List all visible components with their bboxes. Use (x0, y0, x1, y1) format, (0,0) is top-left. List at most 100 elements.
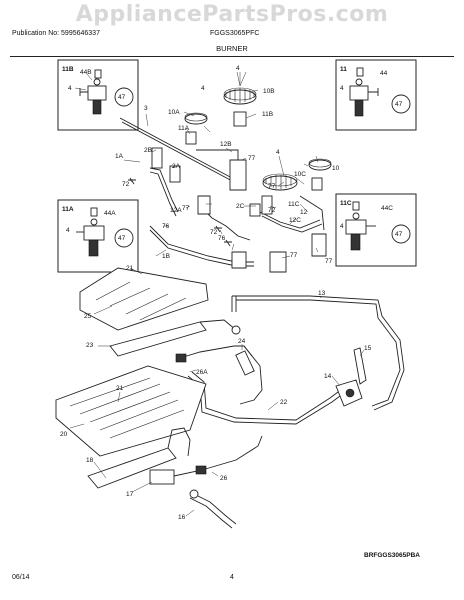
callout-44c: 44C (381, 205, 393, 212)
valve-2a (169, 165, 181, 183)
callout-2a: 2A (172, 163, 181, 170)
burner-10c (262, 173, 298, 191)
callout-2b: 2B (144, 147, 152, 154)
callout-3: 3 (144, 105, 148, 112)
callout-4-11b: 4 (68, 85, 72, 92)
callout-44: 44 (380, 70, 388, 77)
gas-tube-22 (191, 371, 339, 421)
inset-11b-label: 11B (62, 66, 74, 73)
callout-26a: 26A (196, 369, 208, 376)
orifice-holder-2c (249, 203, 261, 217)
callout-77-a: 77 (248, 155, 256, 162)
callout-72-c: 72 (210, 229, 218, 236)
screw-72-b (214, 225, 222, 233)
bracket-76 (231, 251, 247, 269)
igniter-wire-26 (173, 435, 263, 477)
callout-12c: 12C (289, 217, 301, 224)
callout-21-a: 21 (126, 265, 134, 272)
callout-77-b: 77 (182, 205, 190, 212)
footer-date: 06/14 (12, 574, 30, 581)
inset-11c-cap (391, 224, 411, 244)
burner-10a (184, 112, 208, 125)
orifice-holder-11a (185, 131, 197, 145)
callout-76-b: 76 (218, 235, 226, 242)
callout-47-11a: 47 (118, 235, 126, 242)
callout-11a: 11A (178, 125, 190, 132)
regulator-bracket-15 (353, 347, 367, 385)
header-divider (10, 56, 454, 57)
callout-77-e: 77 (325, 258, 333, 265)
model-number: FGGS3065PFC (210, 30, 260, 37)
broil-burner-23 (109, 321, 207, 357)
callout-17: 17 (126, 491, 134, 498)
screw-72-a (128, 177, 136, 185)
gas-tube-16 (193, 493, 237, 525)
bracket-77-a (229, 159, 247, 191)
callout-47-11: 47 (395, 101, 403, 108)
callout-15: 15 (364, 345, 372, 352)
callout-11b: 11B (262, 111, 273, 118)
callout-1b: 1B (162, 253, 170, 260)
callout-14: 14 (324, 373, 332, 380)
callout-44a: 44A (104, 210, 116, 217)
callout-21-b: 21 (116, 385, 124, 392)
gas-tube-12 (299, 195, 325, 231)
page-number: 4 (230, 574, 234, 581)
callout-10a: 10A (168, 109, 180, 116)
callout-20: 20 (60, 431, 68, 438)
callout-26: 26 (220, 475, 228, 482)
callout-4-11a: 4 (66, 227, 70, 234)
callout-24: 24 (238, 338, 246, 345)
callout-44b: 44B (80, 69, 92, 76)
valve-2b (151, 147, 163, 169)
callout-12a: 12A (170, 207, 182, 214)
callout-2c: 2C (236, 203, 245, 210)
callout-12b: 12B (220, 141, 232, 148)
callout-10b: 10B (263, 88, 275, 95)
inset-11-label: 11 (340, 66, 347, 73)
inset-11a-valve (76, 207, 105, 257)
screw-72-c (224, 239, 232, 247)
gas-tube-77 (203, 209, 251, 241)
callout-47-11c: 47 (395, 231, 403, 238)
inset-11: 11 (335, 59, 417, 131)
bracket-77-b (197, 195, 211, 215)
valve-2c (261, 195, 273, 215)
bake-igniter-17 (149, 469, 175, 485)
bracket-77-c (269, 251, 287, 273)
inset-11-frame (335, 59, 417, 131)
callout-72-a: 72 (122, 181, 130, 188)
inset-11b-cap (114, 87, 134, 107)
burner-10b (223, 87, 257, 105)
bake-burner-18 (87, 447, 177, 489)
callout-4-11: 4 (340, 85, 344, 92)
callout-4-a: 4 (201, 85, 205, 92)
callout-10: 10 (332, 165, 340, 172)
inset-11-valve (349, 67, 379, 117)
diagram-code: BRFGGS3065PBA (364, 552, 420, 559)
callout-23: 23 (86, 342, 94, 349)
gas-tube-12a (149, 167, 179, 213)
callout-47-11b: 47 (118, 94, 126, 101)
inset-11a: 11A (57, 199, 139, 273)
callout-10c: 10C (294, 171, 306, 178)
inset-11a-cap (114, 228, 134, 248)
callout-77-d: 77 (290, 252, 298, 259)
watermark: AppliancePartsPros.com (75, 2, 389, 27)
callout-18: 18 (86, 457, 94, 464)
callout-4-top: 4 (236, 65, 240, 72)
orifice-holder-11c (311, 177, 323, 191)
burner-shield-25 (79, 267, 209, 331)
inset-11-cap (391, 94, 411, 114)
inset-11b: 11B (57, 59, 139, 131)
gas-tube-13 (231, 295, 405, 411)
bracket-77-d (311, 233, 327, 257)
callout-16: 16 (178, 514, 186, 521)
callout-77-c: 77 (268, 183, 276, 190)
orifice-holder-11b (233, 111, 247, 127)
callout-4-11c: 4 (340, 223, 344, 230)
baffle-20 (55, 365, 207, 457)
section-title: BURNER (216, 44, 248, 53)
inset-11c-valve (345, 201, 376, 251)
